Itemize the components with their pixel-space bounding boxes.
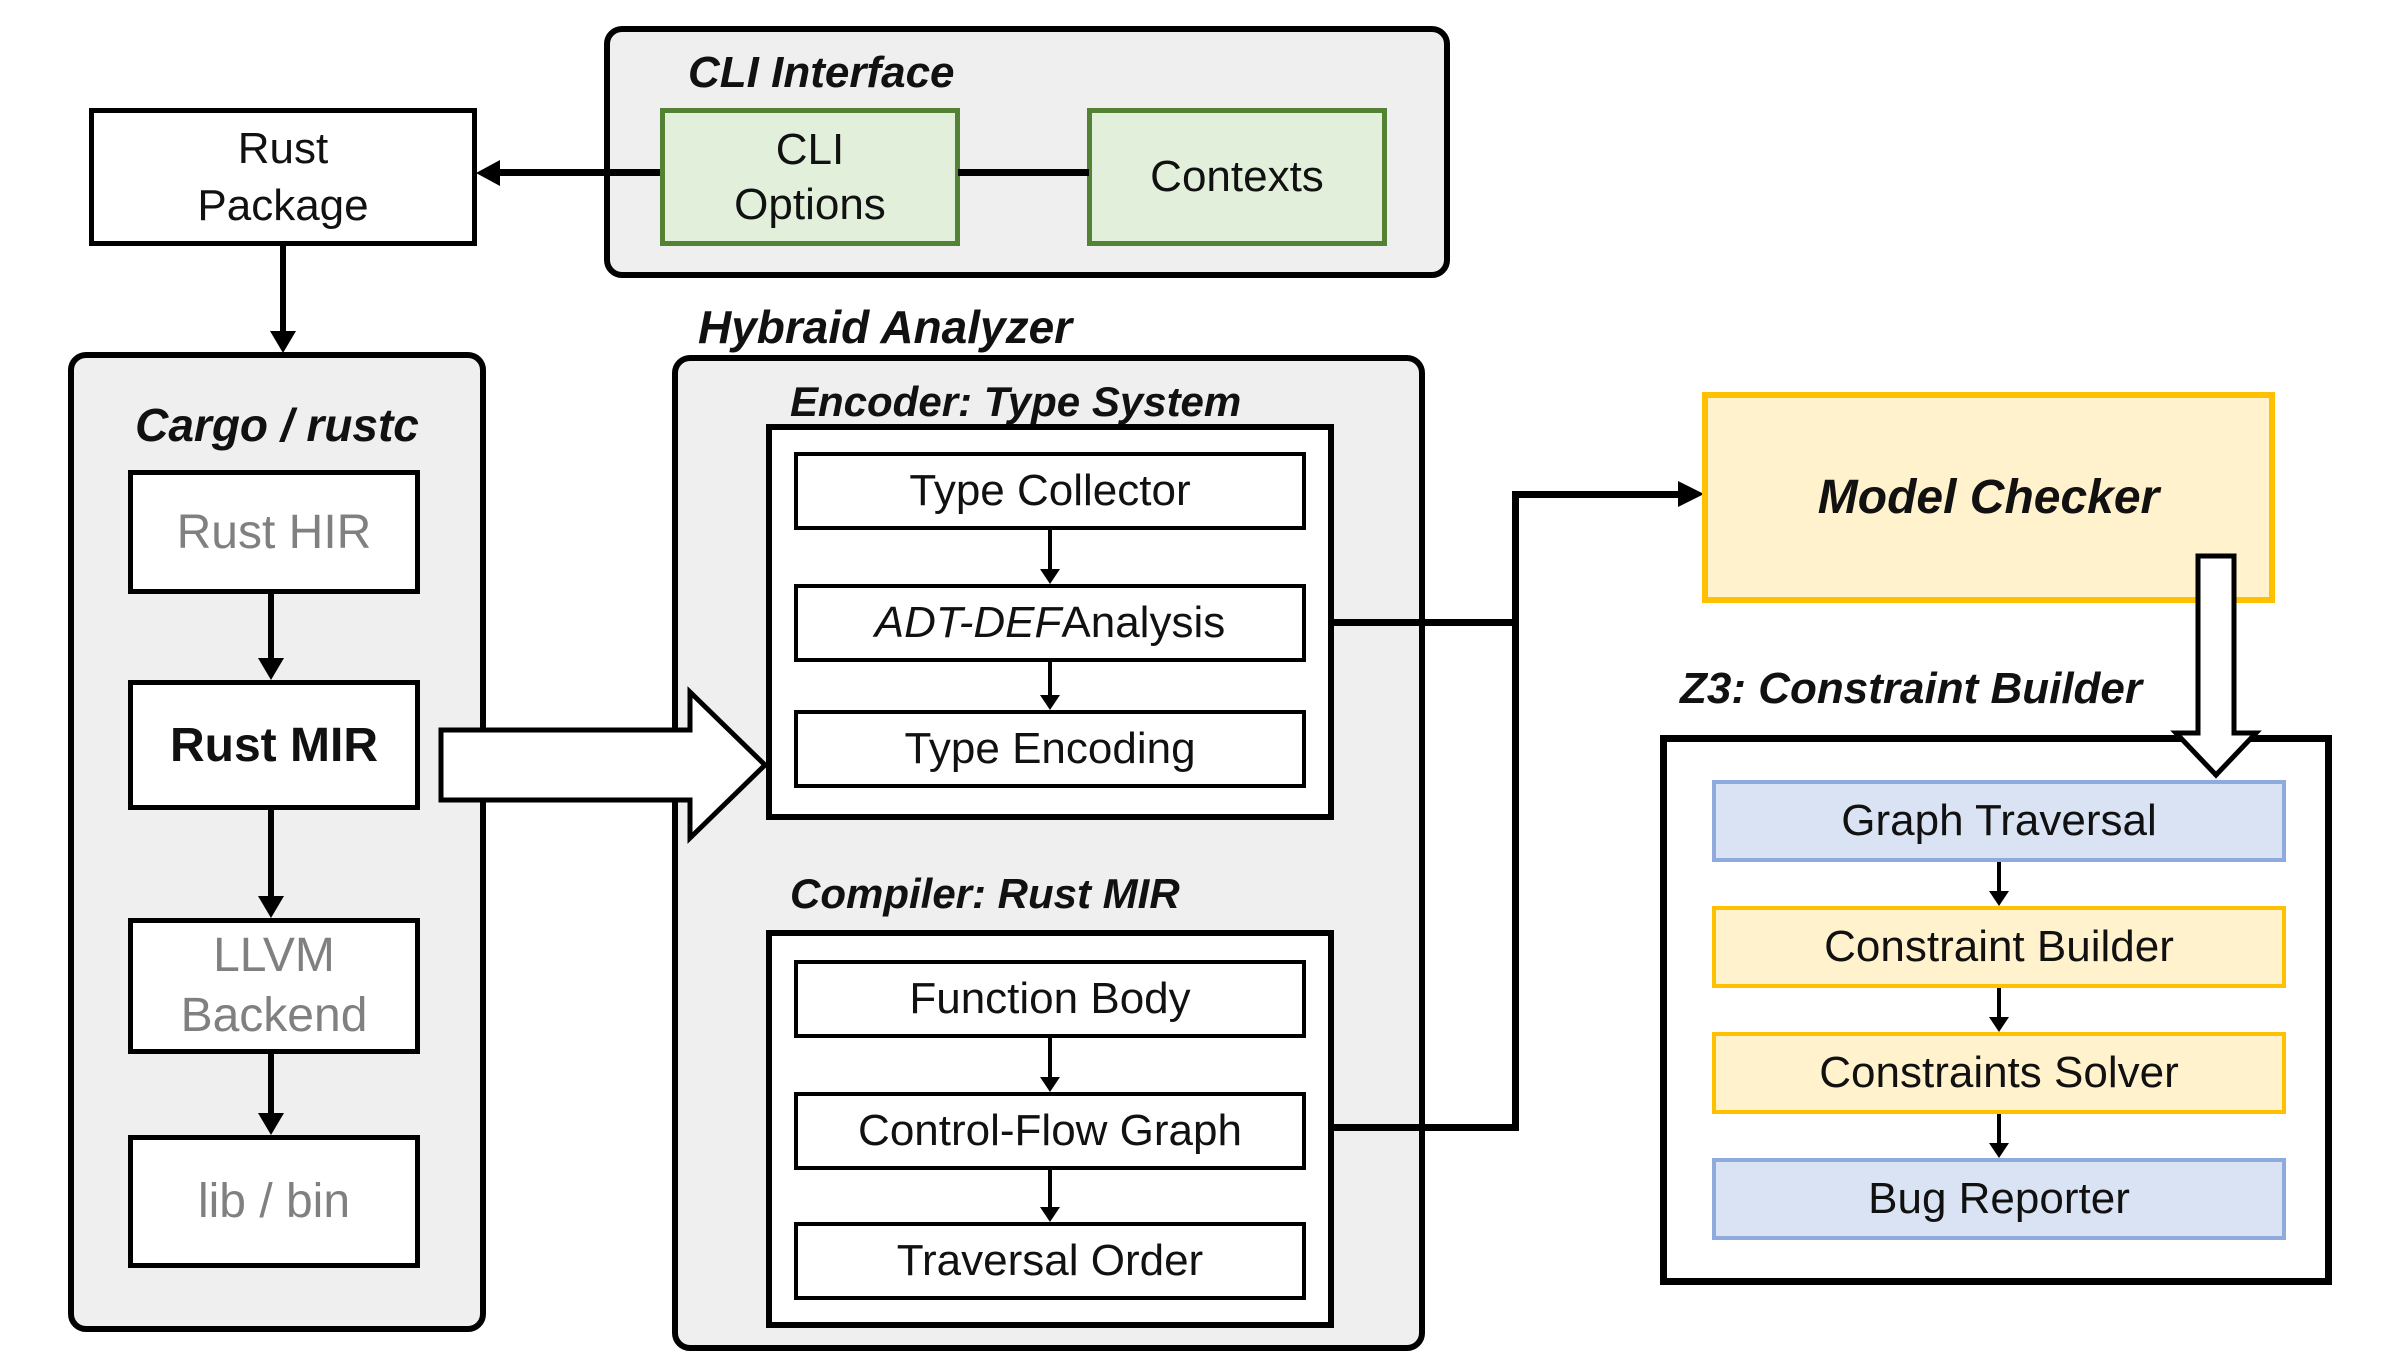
hybraid-analyzer-title: Hybraid Analyzer <box>698 301 1073 353</box>
arrowhead-package-to-cargo <box>270 331 296 353</box>
connector-cfg-to-traversal <box>1048 1170 1052 1208</box>
cli-options-box: CLI Options <box>660 108 960 246</box>
traversal-order-box: Traversal Order <box>794 1222 1306 1300</box>
connector-body-to-cfg <box>1048 1038 1052 1078</box>
block-arrow-checker-to-z3 <box>2170 553 2262 779</box>
z3-section-title: Z3: Constraint Builder <box>1680 664 2143 713</box>
contexts-box: Contexts <box>1087 108 1387 246</box>
rust-package-box: Rust Package <box>89 108 477 246</box>
arrowhead-solver-to-reporter <box>1989 1143 2009 1158</box>
arrowhead-llvm-to-libbin <box>258 1113 284 1135</box>
connector-builder-to-solver <box>1997 988 2001 1018</box>
connector-llvm-to-libbin <box>268 1054 274 1113</box>
connector-hir-to-mir <box>268 594 274 658</box>
cli-interface-title: CLI Interface <box>688 48 955 97</box>
encoder-section-title: Encoder: Type System <box>790 378 1242 425</box>
graph-traversal-box: Graph Traversal <box>1712 780 2286 862</box>
connector-to-model-checker <box>1512 491 1680 498</box>
lib-bin-box: lib / bin <box>128 1135 420 1268</box>
connector-traversal-to-builder <box>1997 862 2001 892</box>
constraint-builder-box: Constraint Builder <box>1712 906 2286 988</box>
connector-options-contexts <box>958 169 1089 176</box>
type-collector-box: Type Collector <box>794 452 1306 530</box>
bug-reporter-box: Bug Reporter <box>1712 1158 2286 1240</box>
model-checker-box: Model Checker <box>1702 392 2275 603</box>
constraints-solver-box: Constraints Solver <box>1712 1032 2286 1114</box>
arrowhead-cli-to-package <box>476 160 500 186</box>
connector-adtdef-out <box>1334 619 1519 626</box>
arrowhead-builder-to-solver <box>1989 1017 2009 1032</box>
type-encoding-box: Type Encoding <box>794 710 1306 788</box>
cargo-rustc-title: Cargo / rustc <box>135 399 419 451</box>
connector-collector-to-adtdef <box>1048 530 1052 570</box>
connector-solver-to-reporter <box>1997 1114 2001 1144</box>
connector-cfg-out <box>1334 1124 1519 1131</box>
arrowhead-collector-to-adtdef <box>1040 569 1060 584</box>
rust-hir-box: Rust HIR <box>128 470 420 594</box>
adt-def-rest-label: Analysis <box>1061 598 1226 647</box>
rust-mir-box: Rust MIR <box>128 680 420 810</box>
arrowhead-traversal-to-builder <box>1989 891 2009 906</box>
adt-def-analysis-box: ADT-DEF Analysis <box>794 584 1306 662</box>
connector-bus-vertical <box>1512 491 1519 1131</box>
connector-cli-to-package-line <box>498 169 660 176</box>
compiler-section-title: Compiler: Rust MIR <box>790 870 1180 917</box>
arrowhead-cfg-to-traversal <box>1040 1207 1060 1222</box>
llvm-backend-box: LLVM Backend <box>128 918 420 1054</box>
arrowhead-adtdef-to-encoding <box>1040 695 1060 710</box>
arrowhead-hir-to-mir <box>258 658 284 680</box>
arrowhead-mir-to-llvm <box>258 896 284 918</box>
adt-def-italic-label: ADT-DEF <box>874 598 1062 647</box>
arrowhead-body-to-cfg <box>1040 1077 1060 1092</box>
connector-mir-to-llvm <box>268 810 274 896</box>
arrowhead-to-model-checker <box>1678 481 1704 507</box>
connector-package-to-cargo-line <box>280 246 286 332</box>
function-body-box: Function Body <box>794 960 1306 1038</box>
connector-adtdef-to-encoding <box>1048 662 1052 696</box>
block-arrow-mir-to-encoder <box>438 686 769 844</box>
control-flow-graph-box: Control-Flow Graph <box>794 1092 1306 1170</box>
